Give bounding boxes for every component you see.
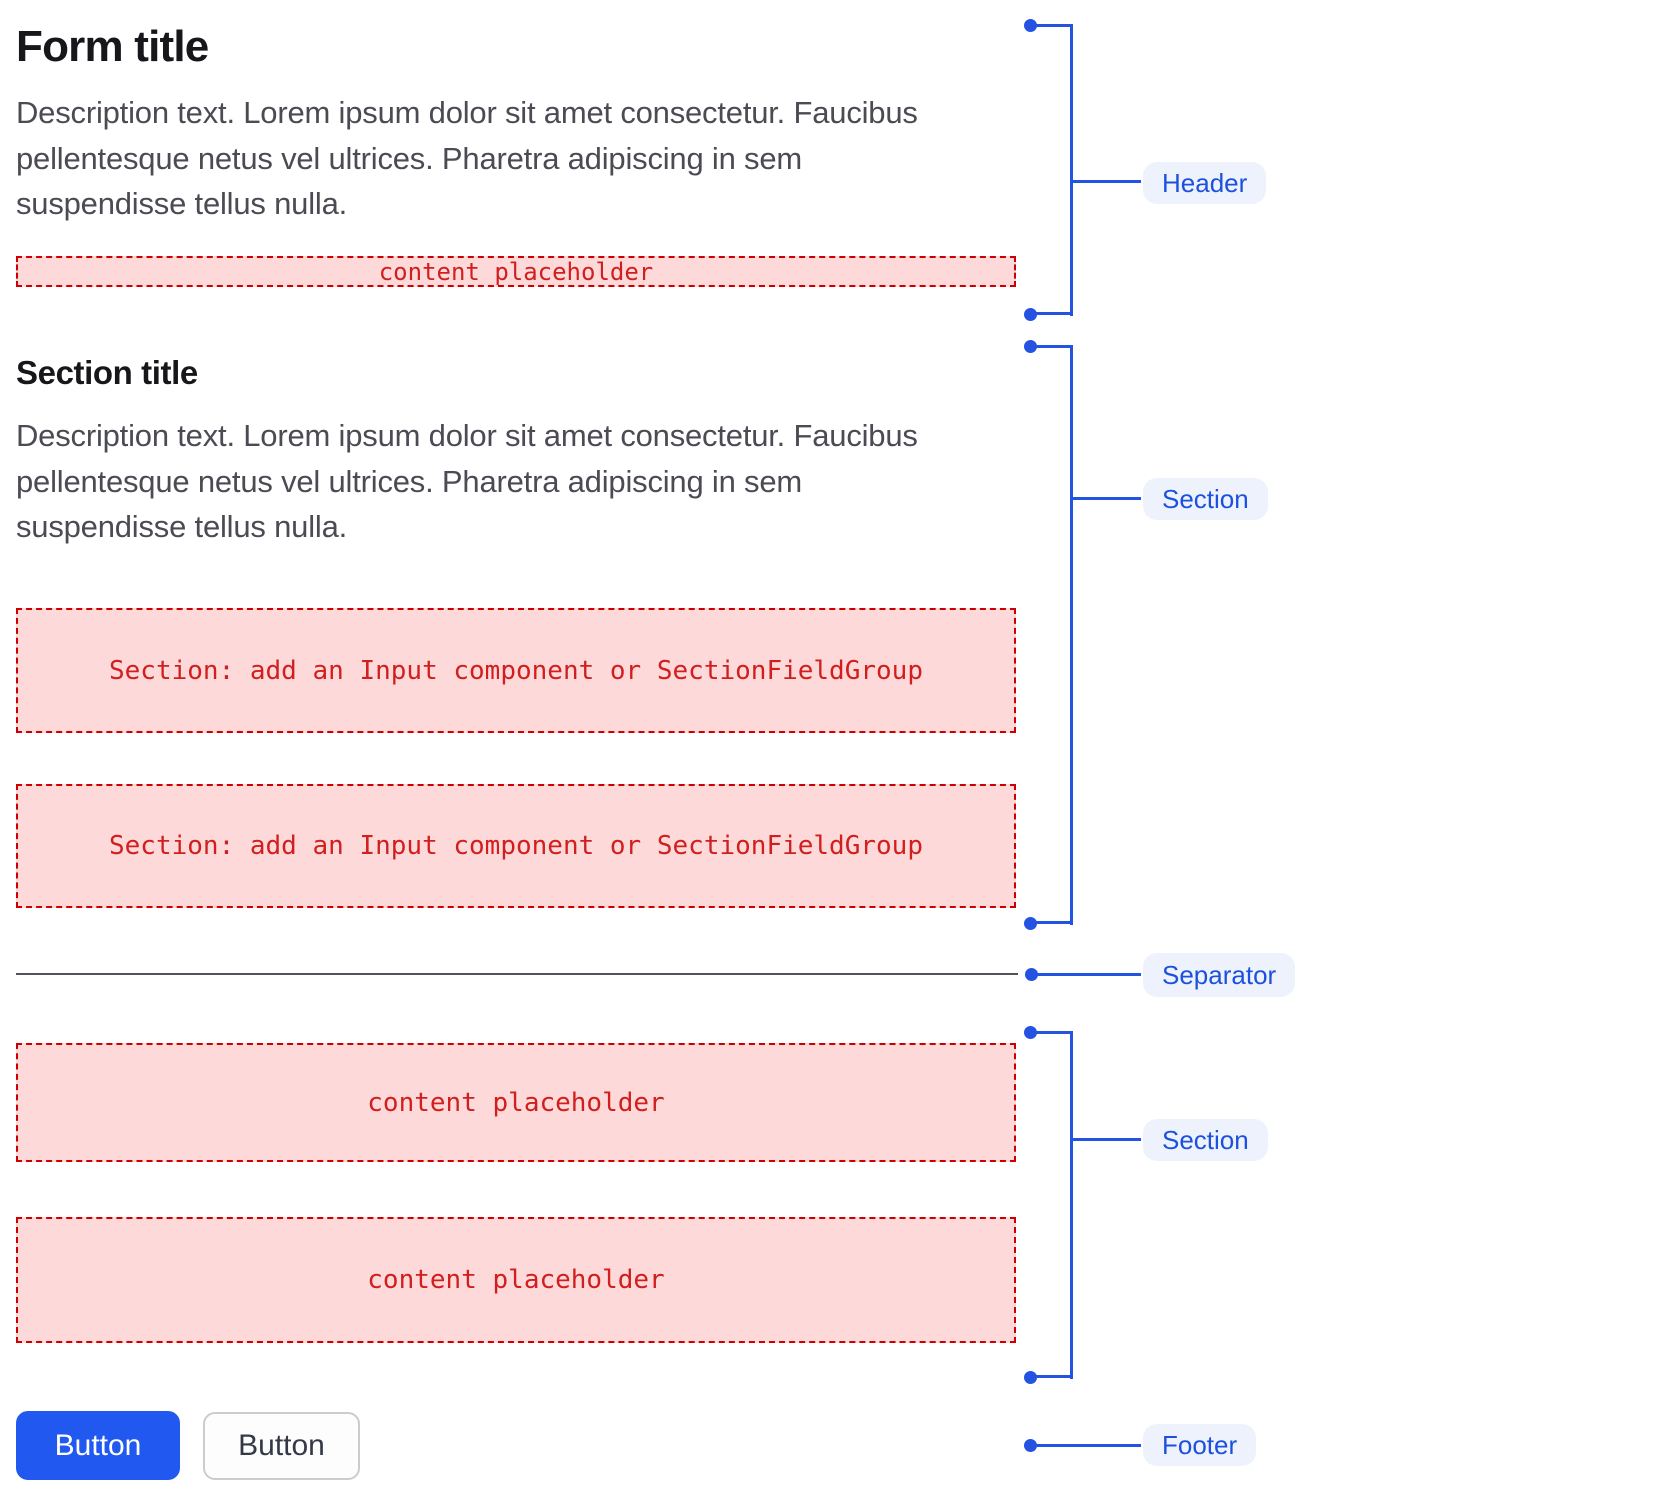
header-bracket-bottom-dot [1024,308,1037,321]
section2-connector-line [1070,1138,1141,1141]
form-description: Description text. Lorem ipsum dolor sit … [16,95,918,221]
section-description: Description text. Lorem ipsum dolor sit … [16,418,918,544]
separator-annotation-label: Separator [1143,953,1296,997]
section-title: Section title [16,354,198,391]
section1-bracket-top-line [1030,345,1073,348]
section2-content-placeholder: content placeholder [16,1217,1016,1343]
form-title: Form title [16,22,209,71]
separator-dot [1025,968,1038,981]
header-bracket-spine [1070,24,1073,316]
section1-annotation-label: Section [1143,478,1268,520]
section-field-placeholder: Section: add an Input component or Secti… [16,608,1016,733]
section2-bracket-spine [1070,1031,1073,1379]
header-content-placeholder: content placeholder [16,256,1016,287]
section2-content-placeholder: content placeholder [16,1043,1016,1162]
header-connector-line [1070,180,1141,183]
section2-bracket-bottom-line [1030,1375,1073,1378]
section2-bracket-bottom-dot [1024,1371,1037,1384]
footer-dot [1024,1439,1037,1452]
header-bracket-top-line [1030,24,1073,27]
footer-connector-line [1036,1444,1141,1447]
secondary-button[interactable]: Button [203,1412,360,1480]
section2-annotation-label: Section [1143,1119,1268,1161]
separator-connector-line [1037,973,1141,976]
section1-bracket-bottom-dot [1024,917,1037,930]
primary-button[interactable]: Button [16,1411,180,1480]
header-annotation-label: Header [1143,162,1267,204]
section1-bracket-spine [1070,345,1073,925]
header-bracket-bottom-line [1030,312,1073,315]
section-field-placeholder: Section: add an Input component or Secti… [16,784,1016,908]
section1-bracket-bottom-line [1030,921,1073,924]
separator-line [16,973,1018,975]
section1-connector-line [1070,497,1141,500]
footer-annotation-label: Footer [1143,1424,1257,1466]
section2-bracket-top-line [1030,1031,1073,1034]
